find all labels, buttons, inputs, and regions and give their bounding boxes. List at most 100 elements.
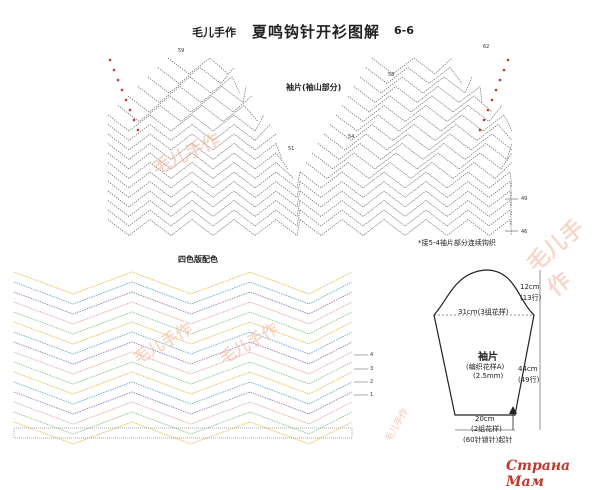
edge-stitch-marker (482, 118, 486, 122)
bottom-chart-row (13, 411, 353, 435)
top-chart-row-right (299, 218, 513, 236)
bottom-chart-row (13, 361, 353, 385)
top-chart-row-left (107, 190, 301, 208)
top-chart-row-right (371, 57, 453, 75)
top-chart-row-left (107, 133, 277, 151)
top-chart-row-right (353, 85, 483, 103)
edge-stitch-marker (498, 78, 502, 82)
bottom-chart-row (13, 291, 353, 315)
edge-stitch-marker (124, 98, 128, 102)
edge-stitch-marker (502, 68, 506, 72)
foundation-chain: (60针锁针)起针 (463, 436, 513, 444)
arrow-head-icon (509, 406, 517, 414)
edge-stitch-marker (490, 98, 494, 102)
top-chart-row-left (107, 181, 301, 199)
top-chart-row-right (335, 114, 513, 132)
row-number-2: 2 (370, 379, 374, 385)
hook-size: (2.5mm) (473, 372, 504, 380)
top-chart-row-left (107, 219, 301, 237)
row-number-51: 51 (288, 146, 295, 152)
bottom-chart-row (13, 301, 353, 325)
top-chart-row-left (107, 124, 271, 141)
brand-label: 毛儿手作 (192, 26, 236, 39)
top-chart-row-right (299, 171, 513, 189)
sleeve-length-rows: (49行) (518, 376, 540, 384)
edge-stitch-marker (116, 78, 120, 82)
row-number-3: 3 (370, 366, 374, 372)
top-chart-row-left (107, 209, 301, 227)
page-number: 6-6 (394, 24, 414, 37)
row-number-54: 54 (348, 134, 355, 140)
edge-stitch-marker (494, 88, 498, 92)
piece-name: 袖片 (478, 352, 498, 363)
edge-stitch-marker (132, 118, 136, 122)
bottom-chart-row (13, 391, 353, 415)
top-chart-row-right (323, 133, 513, 151)
bottom-chart-row (13, 321, 353, 345)
top-chart-row-right (299, 190, 513, 208)
site-logo: Страна Мам (506, 458, 571, 490)
top-chart-row-right (299, 180, 513, 198)
top-chart-row-right (311, 152, 513, 170)
row-number-62: 62 (483, 44, 490, 50)
top-chart-row-right (365, 67, 463, 84)
sleeve-length: 44cm (518, 365, 538, 373)
page-title: 夏鸣钩针开衫图解 (252, 23, 381, 41)
top-chart-row-left (107, 114, 265, 132)
top-chart-row-right (299, 199, 513, 217)
top-chart-row-left (137, 86, 247, 104)
bottom-chart-row (13, 371, 353, 395)
row-number-59: 59 (178, 48, 185, 54)
edge-stitch-marker (486, 108, 490, 112)
bottom-chart-row (13, 281, 353, 305)
row-number-46: 46 (521, 229, 528, 235)
top-chart-row-left (167, 57, 229, 75)
top-chart-row-left (107, 162, 295, 179)
top-chart-row-right (317, 143, 513, 160)
bottom-chart-row (13, 401, 353, 425)
edge-stitch-marker (506, 58, 510, 62)
row-number-49: 49 (521, 196, 528, 202)
top-chart-row-right (299, 209, 513, 227)
top-chart-row-left (117, 105, 259, 122)
top-chart-row-right (329, 124, 513, 141)
bottom-chart-row (13, 381, 353, 405)
top-chart-row-left (107, 171, 301, 189)
row-number-4: 4 (370, 352, 374, 358)
top-chart-row-right (341, 105, 503, 122)
row-number-1: 1 (370, 392, 374, 398)
piece-pattern: (编织花样A) (466, 363, 505, 371)
top-chart-row-left (107, 200, 301, 218)
edge-stitch-marker (112, 68, 116, 72)
edge-stitch-marker (136, 128, 140, 132)
bottom-chart-row (13, 351, 353, 375)
top-chart-row-right (305, 162, 513, 179)
cap-height: 12cm (520, 283, 540, 291)
sleeve-outline (433, 269, 535, 416)
top-chart-row-left (107, 143, 283, 160)
bottom-chart-subtitle: 四色版配色 (178, 255, 218, 264)
row-number-58: 58 (388, 72, 395, 78)
edge-stitch-marker (120, 88, 124, 92)
bottom-chart-row (13, 331, 353, 355)
bottom-chart-row (13, 421, 353, 445)
top-chart-subtitle: 袖片(袖山部分) (286, 83, 342, 92)
bottom-chart-row (13, 271, 353, 295)
cap-rows: (13行) (520, 294, 542, 302)
top-chart-row-left (147, 76, 241, 94)
top-width: 31cm(3组花样) (458, 308, 509, 316)
top-chart-row-left (107, 152, 289, 170)
bottom-width: 20cm (475, 415, 495, 423)
bottom-repeats: (2组花样) (471, 425, 502, 433)
foundation-chain-row (13, 427, 353, 439)
edge-stitch-marker (128, 108, 132, 112)
edge-stitch-marker (478, 128, 482, 132)
continuation-note: *接5-4袖片部分连续钩织 (418, 239, 496, 247)
bottom-chart-row (13, 311, 353, 335)
top-chart-row-right (359, 76, 473, 94)
bottom-chart-row (13, 341, 353, 365)
top-chart-row-left (157, 67, 235, 84)
top-chart-row-right (347, 95, 493, 113)
top-chart-row-left (127, 95, 253, 113)
